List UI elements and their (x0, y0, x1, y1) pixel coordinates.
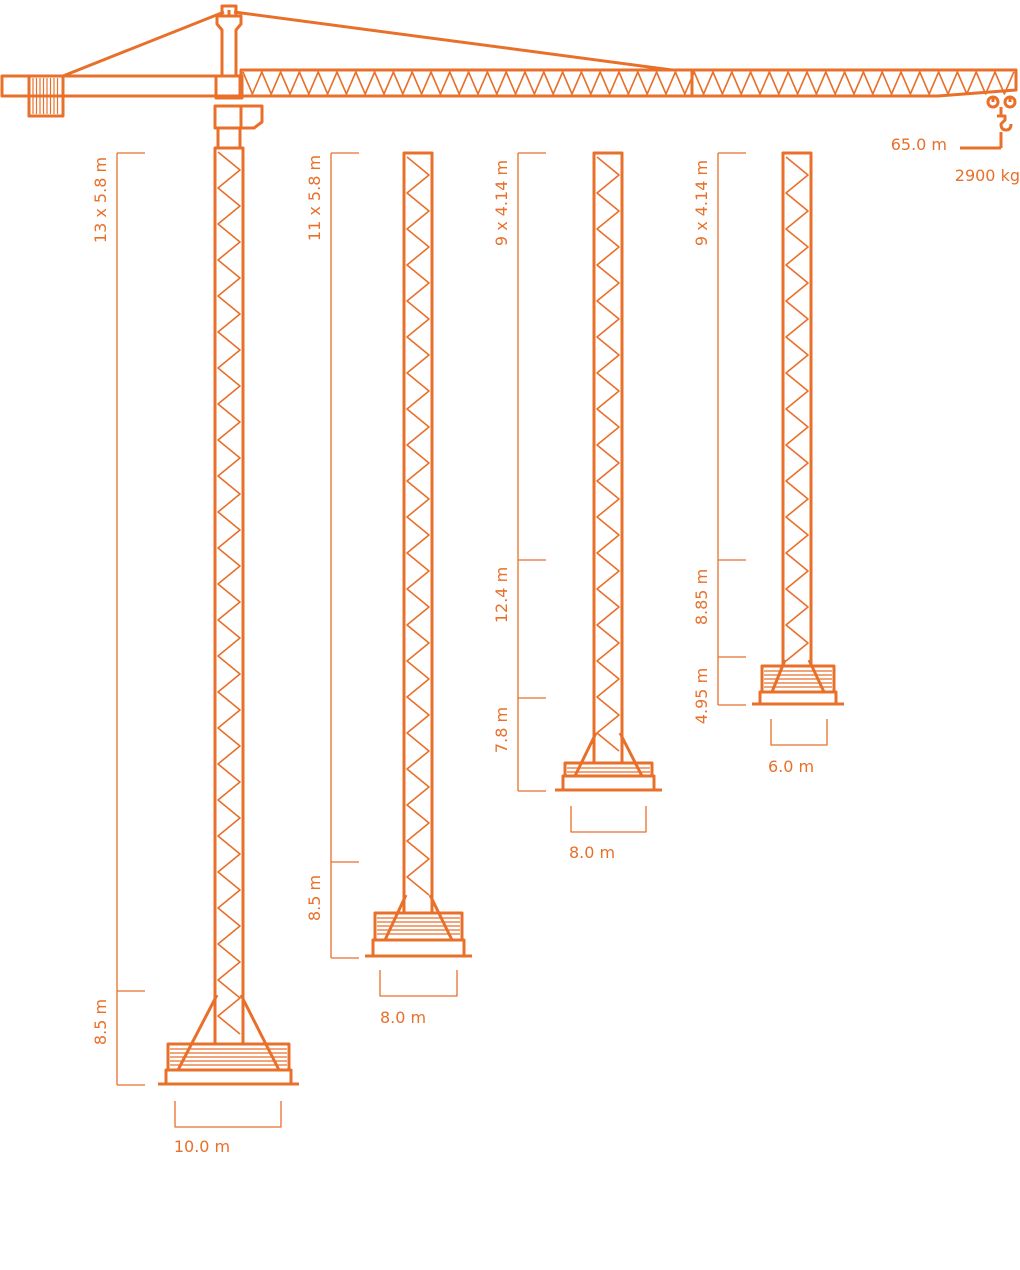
tower-2-lattice (406, 156, 430, 896)
tower-3-middle-label: 12.4 m (492, 567, 511, 623)
tower-2-base-label: 8.0 m (380, 1008, 426, 1027)
tower-3-base-dim (570, 806, 647, 833)
tower-4-slab (758, 690, 838, 706)
tower-3-mast (592, 151, 624, 765)
trolley-hook (986, 95, 1017, 132)
pendant-lines (62, 10, 673, 78)
tower-4-upper-label: 9 x 4.14 m (692, 160, 711, 246)
tower-4-middle-label: 8.85 m (692, 569, 711, 625)
tower-3-height-dim (517, 152, 546, 792)
tower-1-upper-label: 13 x 5.8 m (91, 157, 110, 243)
jib-dimension-marker (960, 132, 1003, 150)
tower-4-base-label: 6.0 m (768, 757, 814, 776)
tower-2 (365, 151, 472, 958)
tower-4-lattice (785, 156, 809, 662)
tower-3-lower-label: 7.8 m (492, 707, 511, 753)
counterweight (27, 74, 65, 118)
tower-2-base-dim-bracket (379, 970, 458, 997)
tower-4-height-dim (717, 152, 746, 706)
tower-1 (158, 146, 299, 1086)
tower-1-base-label: 10.0 m (174, 1137, 230, 1156)
tower-2-upper-label: 11 x 5.8 m (305, 155, 324, 241)
tower-1-height-dim (116, 152, 145, 1086)
jib-capacity-label: 2900 kg (955, 166, 1020, 185)
tower-4-base-dim-bracket (770, 719, 828, 746)
tower-2-lower-label: 8.5 m (305, 875, 324, 921)
tower-3-base-label: 8.0 m (569, 843, 615, 862)
tower-1-strut-left (176, 994, 219, 1071)
tower-2-ballast-lines (377, 917, 460, 935)
tower-4-base-dim (770, 719, 828, 746)
tower-1-ballast-lines (170, 1048, 287, 1066)
jib (239, 68, 1018, 98)
tower-head (213, 4, 264, 150)
tower-3-strut-left (573, 732, 598, 777)
tower-1-base-dim (174, 1101, 282, 1128)
counter-jib (0, 74, 242, 118)
tower-1-strut-right (239, 994, 281, 1071)
jib-radius-label: 65.0 m (891, 135, 947, 154)
tower-4-lower-label: 4.95 m (692, 668, 711, 724)
tower-3-slab (561, 774, 656, 792)
tower-3-lattice (596, 156, 620, 752)
tower-1-lattice (217, 151, 241, 1035)
tower-3-strut-right (618, 732, 644, 777)
jib-lattice (242, 71, 1015, 95)
tower-1-lower-label: 8.5 m (91, 999, 110, 1045)
tower-3 (555, 151, 662, 792)
tower-4 (752, 151, 844, 706)
tower-3-ballast-lines (567, 767, 650, 773)
tower-4-ballast-lines (764, 670, 832, 688)
tower-2-height-dim (330, 152, 359, 959)
tower-1-slab (164, 1068, 293, 1086)
tower-2-slab (371, 938, 466, 958)
tower-2-base-dim (379, 970, 458, 997)
tower-3-upper-label: 9 x 4.14 m (492, 160, 511, 246)
tower-1-base-dim-bracket (174, 1101, 282, 1128)
tower-3-base-dim-bracket (570, 806, 647, 833)
